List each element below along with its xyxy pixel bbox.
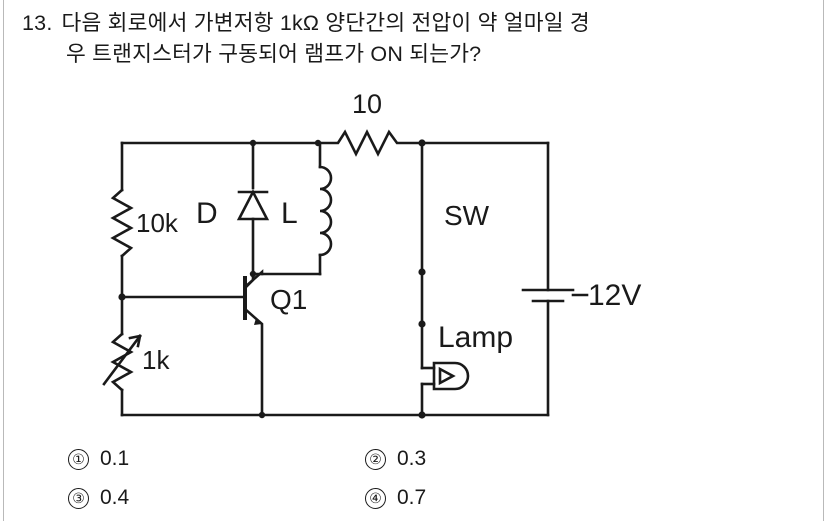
switch-terminal-top: [418, 268, 426, 276]
label-resistor-10k: 10k: [136, 208, 179, 238]
question-line-2: 우 트랜지스터가 구동되어 램프가 ON 되는가?: [22, 39, 812, 70]
scan-edge-right: [823, 0, 824, 521]
inductor-coils: [318, 165, 333, 257]
variable-resistor-arrow-head: [128, 334, 142, 348]
junction-dots: [118, 139, 426, 419]
transistor-collector-lead: [243, 269, 264, 289]
label-transistor: Q1: [270, 284, 307, 315]
answer-option-1[interactable]: ① 0.1: [68, 447, 129, 471]
label-resistor-1k: 1k: [142, 345, 170, 375]
option-text-2: 0.3: [397, 447, 427, 470]
scan-edge-left: [3, 0, 4, 521]
label-resistor-10: 10: [352, 89, 382, 119]
label-lamp: Lamp: [438, 321, 513, 354]
answer-options: ① 0.1 ② 0.3 ③ 0.4 ④ 0.7: [0, 445, 826, 521]
variable-resistor-arrow-line: [102, 334, 142, 386]
question-number: 13.: [22, 11, 53, 35]
label-switch: SW: [444, 200, 490, 231]
question-text-line-1: 다음 회로에서 가변저항 1kΩ 양단간의 전압이 약 얼마일 경: [61, 11, 590, 35]
question-line-1: 13. 다음 회로에서 가변저항 1kΩ 양단간의 전압이 약 얼마일 경: [22, 8, 812, 39]
label-diode: D: [196, 197, 218, 230]
lamp-filament: [438, 366, 456, 386]
resistor-1k-symbol: [110, 332, 134, 392]
question-text-line-2: 우 트랜지스터가 구동되어 램프가 ON 되는가?: [66, 42, 482, 66]
label-battery: 12V: [588, 279, 641, 312]
resistor-10-symbol: [316, 129, 424, 157]
junction-collector: [249, 270, 257, 278]
junction-emitter-ground: [258, 411, 266, 419]
circuit-svg: 10k 1k D L 10 Q1 SW Lamp 12V: [102, 89, 641, 419]
option-marker-3: ③: [68, 487, 89, 509]
label-inductor: L: [281, 197, 298, 230]
option-marker-1: ①: [68, 448, 89, 470]
junction-switch-top: [418, 139, 426, 147]
wire-inductor-upper: [316, 141, 322, 169]
answer-option-3[interactable]: ③ 0.4: [68, 486, 129, 510]
option-text-4: 0.7: [397, 486, 427, 509]
option-text-1: 0.1: [100, 447, 130, 470]
question-block: 13. 다음 회로에서 가변저항 1kΩ 양단간의 전압이 약 얼마일 경 우 …: [22, 8, 812, 70]
transistor-emitter-lead: [243, 307, 264, 417]
option-text-3: 0.4: [100, 486, 130, 509]
junction-diode-top: [249, 139, 257, 147]
junction-lamp-ground: [418, 411, 426, 419]
option-marker-4: ④: [365, 487, 386, 509]
junction-base-divider: [118, 293, 126, 301]
junction-inductor-top: [314, 139, 322, 147]
resistor-10k-symbol: [110, 188, 134, 258]
diode-triangle: [236, 189, 270, 221]
option-marker-2: ②: [365, 448, 386, 470]
answer-option-4[interactable]: ④ 0.7: [365, 486, 426, 510]
answer-option-2[interactable]: ② 0.3: [365, 447, 426, 471]
switch-terminal-bottom: [418, 320, 426, 328]
circuit-diagram: 10k 1k D L 10 Q1 SW Lamp 12V: [0, 82, 826, 432]
transistor-emitter-arrow: [254, 318, 262, 325]
lamp-body: [432, 361, 470, 391]
